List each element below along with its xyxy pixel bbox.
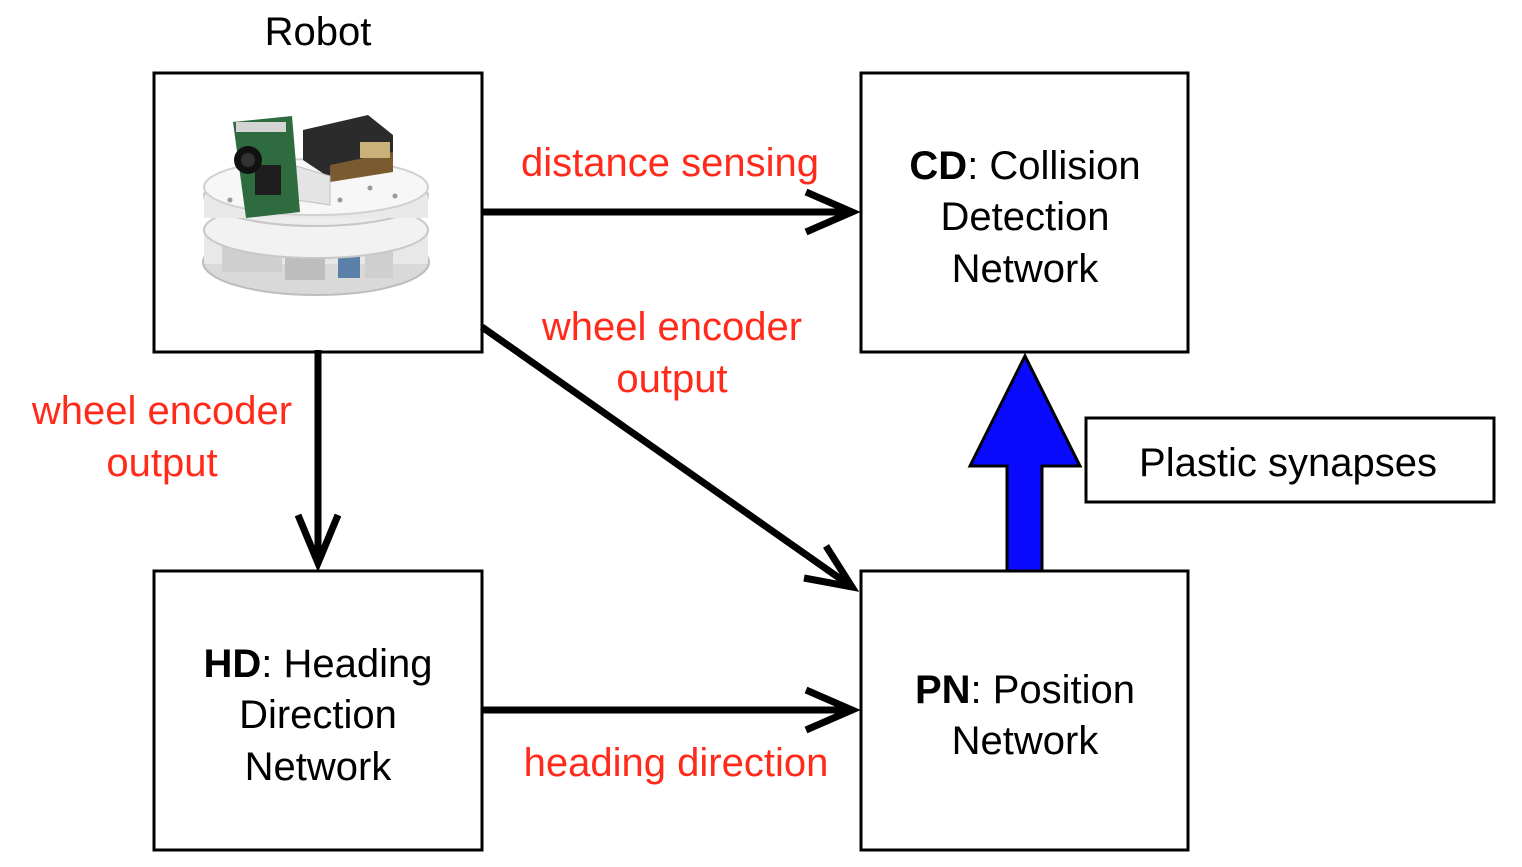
edge-hd-to-pn: heading direction	[482, 686, 861, 785]
pn-label-line1: PN: Position	[915, 668, 1135, 712]
pn-node: PN: Position Network	[859, 569, 1190, 852]
robot-node: Robot	[152, 10, 484, 354]
cd-node: CD: Collision Detection Network	[859, 71, 1190, 354]
hd-node: HD: Heading Direction Network	[152, 569, 484, 852]
hd-label-line2: Direction	[239, 693, 397, 737]
pn-abbr: PN	[915, 668, 971, 712]
hd-label-line3: Network	[245, 745, 393, 789]
robot-photo	[202, 115, 430, 296]
plastic-synapses-node: Plastic synapses	[1084, 416, 1496, 504]
pn-name-part1: : Position	[971, 668, 1136, 712]
hd-abbr: HD	[203, 642, 261, 686]
edge-label-wheel-encoder-vertical-line1: wheel encoder	[31, 389, 292, 433]
cd-box	[859, 71, 1190, 354]
pn-label-line2: Network	[952, 719, 1100, 763]
cd-label-line3: Network	[952, 247, 1100, 291]
plastic-arrow	[967, 352, 1083, 573]
edge-label-wheel-encoder-diag-line1: wheel encoder	[541, 305, 802, 349]
edge-label-distance-sensing: distance sensing	[521, 141, 819, 185]
plastic-synapses-box	[1084, 416, 1496, 504]
edge-label-wheel-encoder-diag-line2: output	[616, 357, 727, 401]
hd-label-line1: HD: Heading	[203, 642, 432, 686]
cd-label-line1: CD: Collision	[909, 144, 1140, 188]
cd-abbr: CD	[909, 144, 967, 188]
cd-name-part1: : Collision	[967, 144, 1140, 188]
plastic-synapses-label: Plastic synapses	[1139, 441, 1437, 485]
edge-robot-to-cd: distance sensing	[482, 141, 861, 236]
edge-robot-to-hd: wheel encoder output	[31, 350, 342, 573]
hd-box	[152, 569, 484, 852]
robot-title: Robot	[265, 10, 372, 54]
edge-robot-to-pn: wheel encoder output	[479, 305, 860, 592]
cd-label-line2: Detection	[941, 195, 1110, 239]
hd-name-part1: : Heading	[261, 642, 432, 686]
edge-label-wheel-encoder-vertical-line2: output	[106, 441, 217, 485]
edge-label-heading-direction: heading direction	[524, 741, 829, 785]
